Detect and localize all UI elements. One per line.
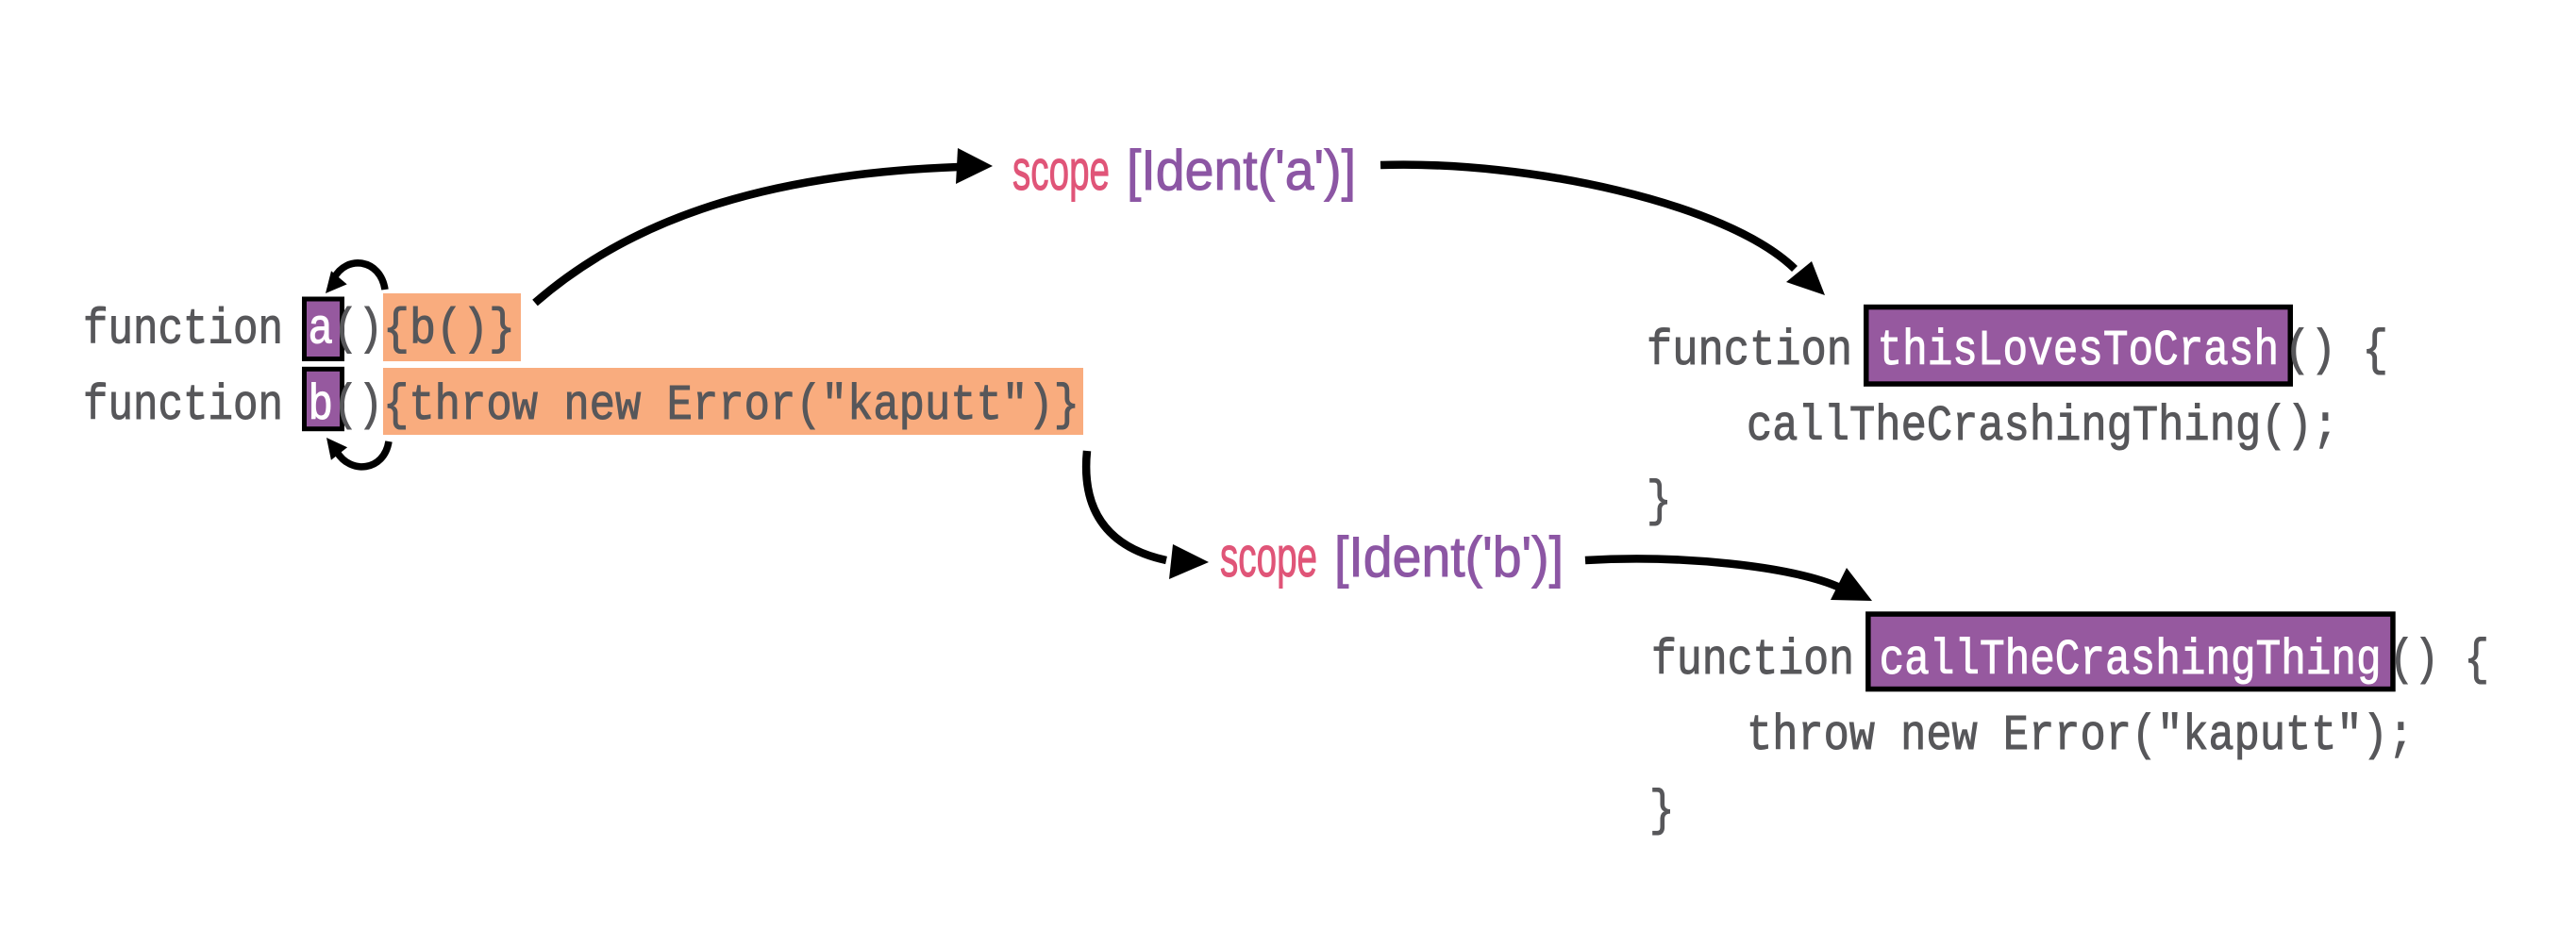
svg-text:a: a <box>309 302 334 358</box>
svg-text:thisLovesToCrash: thisLovesToCrash <box>1878 323 2280 379</box>
svg-text:}: } <box>1649 783 1675 839</box>
svg-text:function: function <box>1647 323 1852 379</box>
svg-text:(): () <box>333 377 383 434</box>
svg-text:() {: () { <box>2284 323 2388 379</box>
svg-text:(): () <box>333 302 383 358</box>
svg-text:callTheCrashingThing: callTheCrashingThing <box>1880 632 2382 689</box>
svg-text:scope: scope <box>1012 139 1110 202</box>
svg-text:[Ident('a')]: [Ident('a')] <box>1127 139 1356 202</box>
svg-text:{b()}: {b()} <box>383 302 515 358</box>
svg-text:scope: scope <box>1220 525 1317 589</box>
svg-text:b: b <box>309 377 334 434</box>
svg-text:function: function <box>1651 632 1854 689</box>
svg-text:function: function <box>83 302 283 358</box>
svg-text:function: function <box>83 377 283 434</box>
svg-text:[Ident('b')]: [Ident('b')] <box>1334 525 1564 589</box>
svg-text:callTheCrashingThing();: callTheCrashingThing(); <box>1747 398 2338 455</box>
svg-text:throw new Error("kaputt");: throw new Error("kaputt"); <box>1747 707 2414 764</box>
svg-text:{throw new Error("kaputt")}: {throw new Error("kaputt")} <box>383 377 1079 434</box>
svg-text:}: } <box>1647 474 1672 530</box>
svg-text:() {: () { <box>2389 632 2489 689</box>
